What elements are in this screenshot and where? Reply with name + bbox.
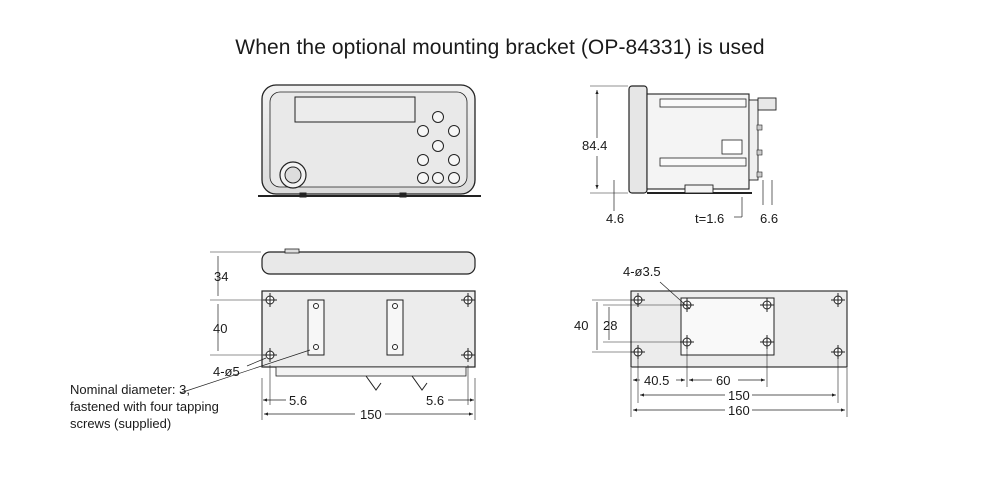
keypad-buttons: [417, 111, 460, 184]
side-bottom-offset-label: 4.6: [606, 211, 624, 226]
panel-hole-spec-label: 4-ø3.5: [623, 264, 661, 279]
panel-hole-spacing-label: 60: [716, 373, 730, 388]
panel-cutout-view: [592, 281, 848, 417]
side-height-label: 84.4: [582, 138, 607, 153]
panel-outer-width-label: 160: [728, 403, 750, 418]
note-line-2: fastened with four tapping: [70, 399, 219, 414]
bottom-hole-spec-label: 4-ø5: [213, 364, 240, 379]
display-window: [294, 96, 416, 123]
side-thickness-label: t=1.6: [695, 211, 724, 226]
panel-inner-width-label: 150: [728, 388, 750, 403]
bottom-margin-left-label: 5.6: [289, 393, 307, 408]
diagram-title: When the optional mounting bracket (OP-8…: [235, 36, 765, 59]
bottom-margin-right-label: 5.6: [426, 393, 444, 408]
side-view: [590, 85, 777, 218]
panel-inner-height-label: 28: [603, 318, 617, 333]
side-front-panel: [628, 85, 648, 194]
panel-offset-label: 40.5: [644, 373, 669, 388]
bottom-view: [179, 248, 476, 420]
bottom-depth-label: 34: [214, 269, 228, 284]
bottom-spacing-label: 40: [213, 321, 227, 336]
note-line-3: screws (supplied): [70, 416, 171, 431]
panel-outer-height-label: 40: [574, 318, 588, 333]
bottom-width-label: 150: [360, 407, 382, 422]
bottom-mounting-holes: [263, 293, 475, 362]
front-view: [258, 84, 481, 198]
side-right-offset-label: 6.6: [760, 211, 778, 226]
bottom-housing-top: [261, 251, 476, 275]
panel-cutout: [680, 297, 775, 356]
note-line-1: Nominal diameter: 3,: [70, 382, 190, 397]
